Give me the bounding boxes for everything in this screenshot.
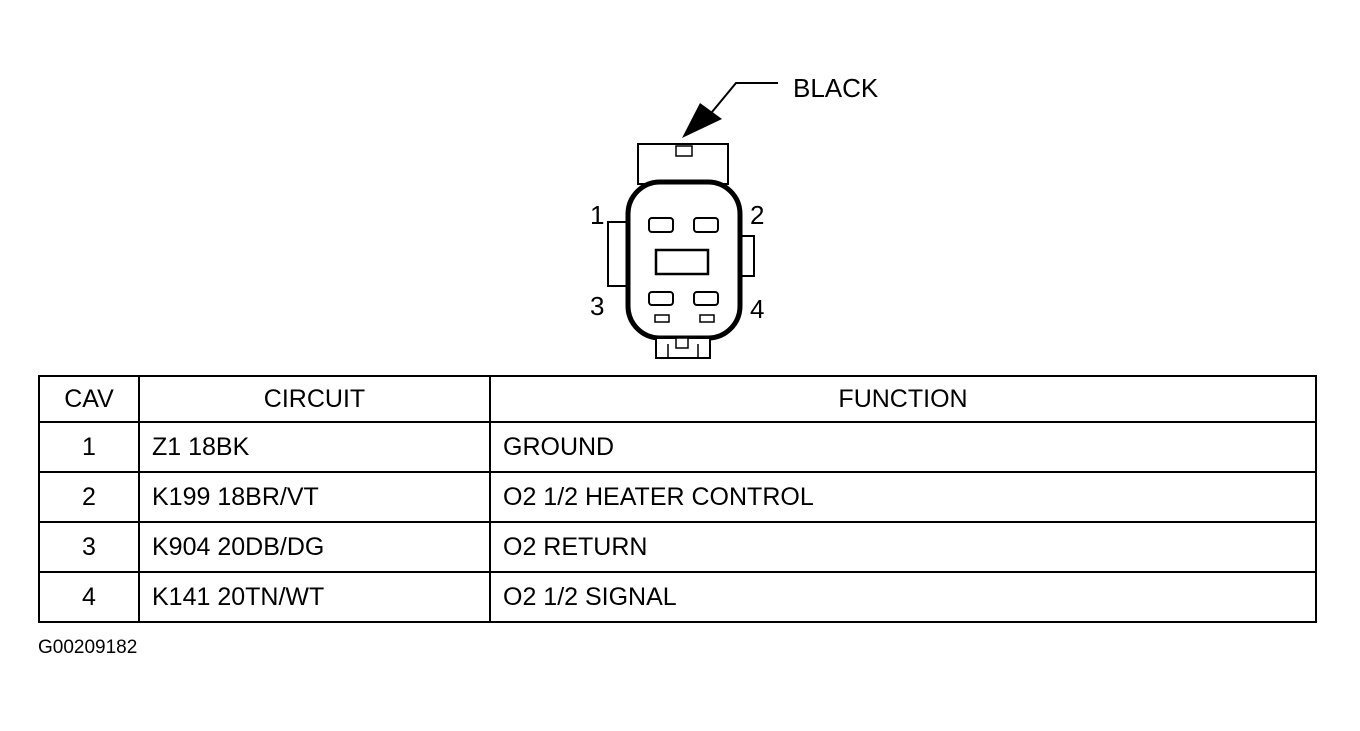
cavity-3-lower-slot [654, 314, 670, 323]
table-header-row: CAV CIRCUIT FUNCTION [38, 375, 1317, 423]
connector-color-label: BLACK [793, 73, 879, 103]
circuit-cell: K199 18BR/VT [138, 471, 491, 523]
cav-cell: 2 [38, 471, 140, 523]
table-row: 1 Z1 18BK GROUND [38, 421, 1317, 473]
circuit-cell: K904 20DB/DG [138, 521, 491, 573]
function-cell: O2 1/2 SIGNAL [489, 571, 1317, 623]
cav-cell: 4 [38, 571, 140, 623]
cavity-1 [648, 217, 674, 233]
circuit-cell: K141 20TN/WT [138, 571, 491, 623]
color-leader-arrowhead [682, 103, 722, 138]
figure-reference-code: G00209182 [38, 637, 138, 658]
table-row: 4 K141 20TN/WT O2 1/2 SIGNAL [38, 571, 1317, 623]
function-cell: GROUND [489, 421, 1317, 473]
column-header-cav: CAV [38, 375, 140, 423]
center-cavity [654, 248, 710, 276]
connector-bottom-key [655, 337, 711, 359]
cavity-3 [648, 291, 674, 306]
column-header-function: FUNCTION [489, 375, 1317, 423]
function-cell: O2 1/2 HEATER CONTROL [489, 471, 1317, 523]
cavity-4-lower-slot [699, 314, 715, 323]
cavity-number-4: 4 [750, 294, 764, 324]
table-row: 3 K904 20DB/DG O2 RETURN [38, 521, 1317, 573]
cavity-4 [693, 291, 719, 306]
table-row: 2 K199 18BR/VT O2 1/2 HEATER CONTROL [38, 471, 1317, 523]
connector-diagram: BLACK 1 2 3 4 [590, 73, 879, 359]
cavity-number-1: 1 [590, 200, 604, 230]
cavity-number-3: 3 [590, 291, 604, 321]
color-leader-line [711, 82, 778, 113]
cavity-number-2: 2 [750, 200, 764, 230]
circuit-cell: Z1 18BK [138, 421, 491, 473]
cavity-2 [693, 217, 719, 233]
column-header-circuit: CIRCUIT [138, 375, 491, 423]
function-cell: O2 RETURN [489, 521, 1317, 573]
pinout-table: CAV CIRCUIT FUNCTION 1 Z1 18BK GROUND 2 … [38, 375, 1317, 623]
cav-cell: 1 [38, 421, 140, 473]
cav-cell: 3 [38, 521, 140, 573]
